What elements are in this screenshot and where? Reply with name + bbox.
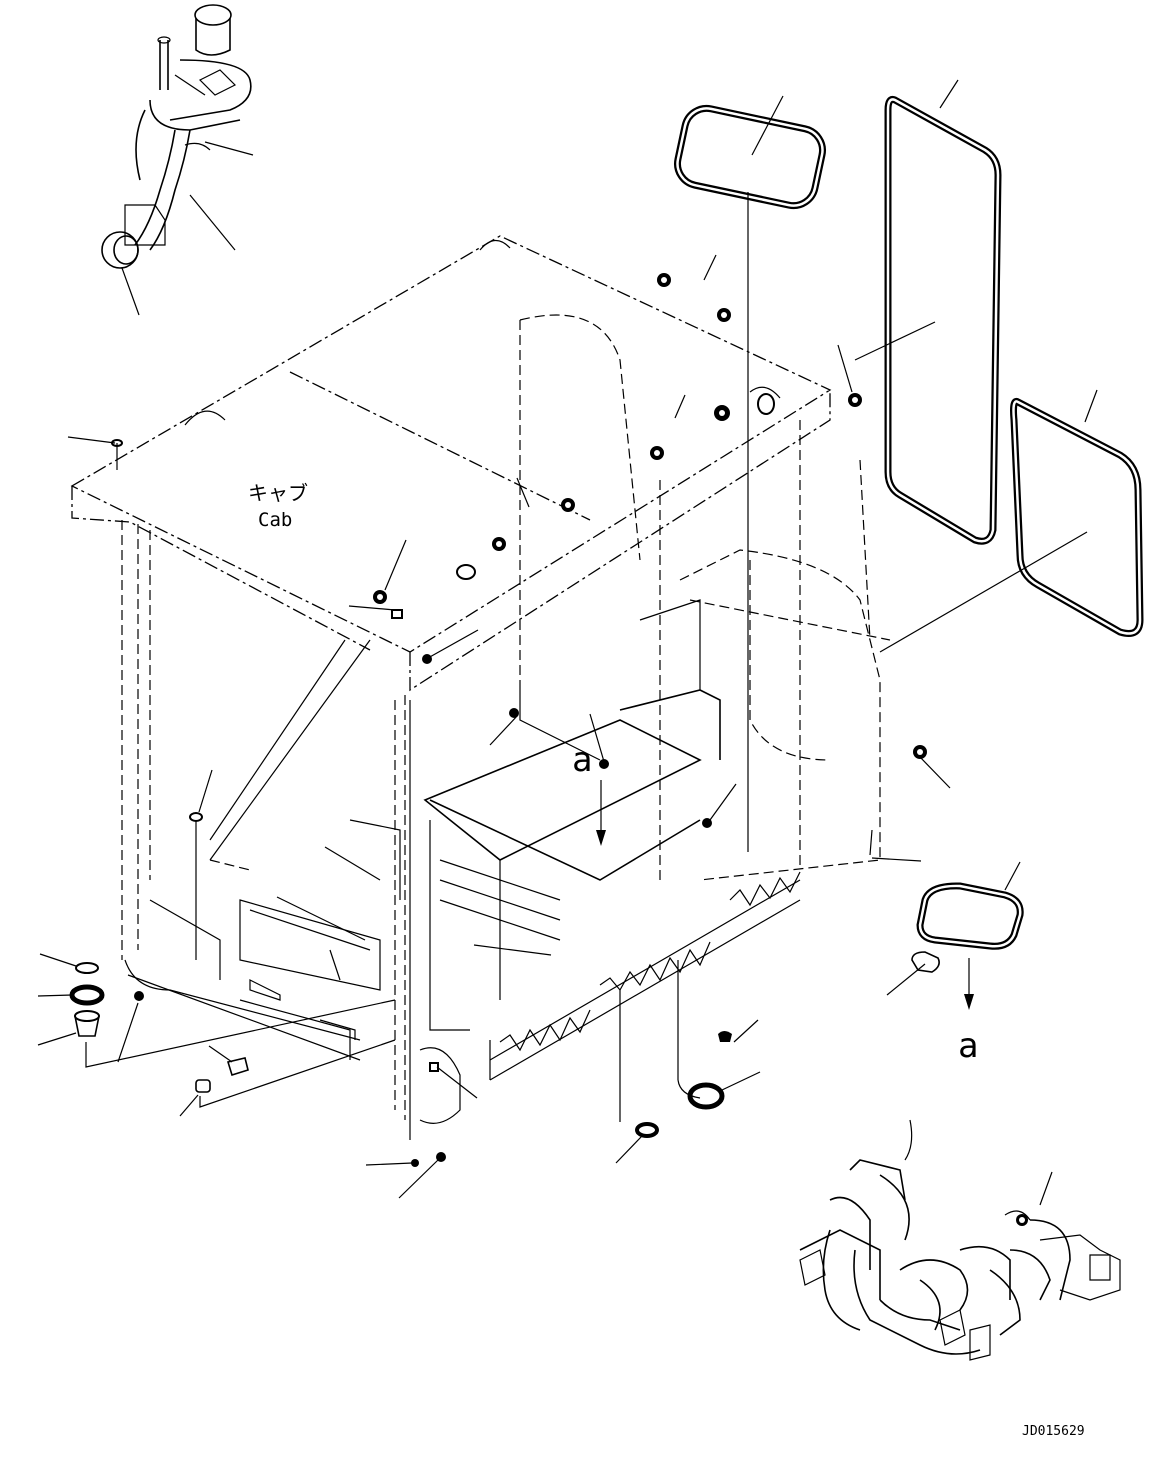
roof-window-seal: [674, 104, 826, 210]
floor-opening-seal: [911, 882, 1024, 973]
side-window-seal-large: [884, 96, 1002, 545]
ac-duct-assembly: [799, 1119, 1121, 1361]
cab-roof-outline: [70, 235, 832, 692]
cab-label-english: Cab: [258, 509, 292, 531]
leader-lines: [37, 79, 1098, 1206]
grommets-and-plugs: [69, 273, 927, 1167]
cab-label-japanese: キャブ: [248, 481, 308, 505]
reference-label-a-top: a: [572, 740, 592, 780]
cab-frame-left: [121, 520, 371, 1061]
cab-door-opening: [519, 314, 801, 880]
cab-right-wall: [679, 459, 891, 881]
reference-arrow-a-bottom: [964, 958, 974, 1010]
ac-unit-assembly: [101, 4, 252, 269]
cab-floor-assembly: [149, 599, 721, 1060]
reference-label-a-bottom: a: [958, 1026, 978, 1066]
cab-frame-front-pillar: [394, 695, 461, 1140]
cab-bottom-rails: [489, 871, 801, 1081]
drawing-id: JD015629: [1022, 1424, 1085, 1439]
reference-arrow-a-top: [596, 780, 606, 846]
side-window-seal-small: [1010, 397, 1144, 637]
